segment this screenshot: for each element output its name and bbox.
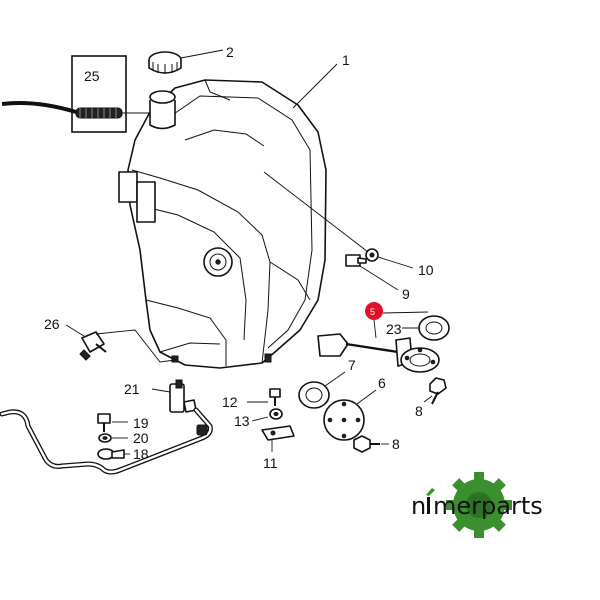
gear-icon [446,472,512,538]
callout-26: 26 [44,316,60,332]
callout-20: 20 [133,430,149,446]
callout-21: 21 [124,381,140,397]
filler-neck-top [149,90,176,104]
callout-10: 10 [418,262,434,278]
hotspot-marker[interactable] [365,302,383,320]
fitting-26 [79,331,107,361]
logo-letter-i-stem [427,497,430,514]
callout-25: 25 [84,68,100,84]
tank-bracket [118,171,138,203]
callout-5: 5 [370,307,375,317]
callout-9: 9 [402,286,410,302]
washer-13 [269,408,283,420]
bolt-12 [269,388,281,406]
callout-11: 11 [263,455,278,471]
cover-plate-6 [323,399,365,441]
banjo-bolt-19 [97,413,111,432]
gasket-23 [418,315,450,341]
nimerparts-logo: n merparts [411,472,543,538]
fuel-line [0,407,213,475]
sender-float [317,333,349,357]
banjo-fitting-18 [97,448,125,460]
callout-18: 18 [133,446,149,462]
callout-8a: 8 [415,403,423,419]
callout-2: 2 [226,44,234,60]
callout-7: 7 [348,357,356,373]
bolt-washer-9-10 [345,248,379,267]
clip-11 [261,425,295,441]
callout-23: 23 [386,321,402,337]
hose-inset: 25 [1,55,150,133]
screw-8-lower [353,435,380,453]
callout-12: 12 [222,394,238,410]
callout-6: 6 [378,375,386,391]
level-sender: 5 [317,302,440,373]
fuel-tank [118,79,327,369]
tank-bracket-2 [136,181,156,223]
callout-19: 19 [133,415,149,431]
gasket-7 [298,381,330,409]
logo-text-end: merparts [433,492,543,520]
fuel-cap [148,51,182,74]
callout-13: 13 [234,413,250,429]
filler-neck [149,100,176,130]
callout-8b: 8 [392,436,400,452]
logo-text-start: n [411,492,426,520]
screw-8-upper [429,377,447,405]
tap-21 [169,379,197,413]
callout-1: 1 [342,52,350,68]
logo-letter-i-accent [426,488,435,496]
washer-20 [98,433,112,443]
